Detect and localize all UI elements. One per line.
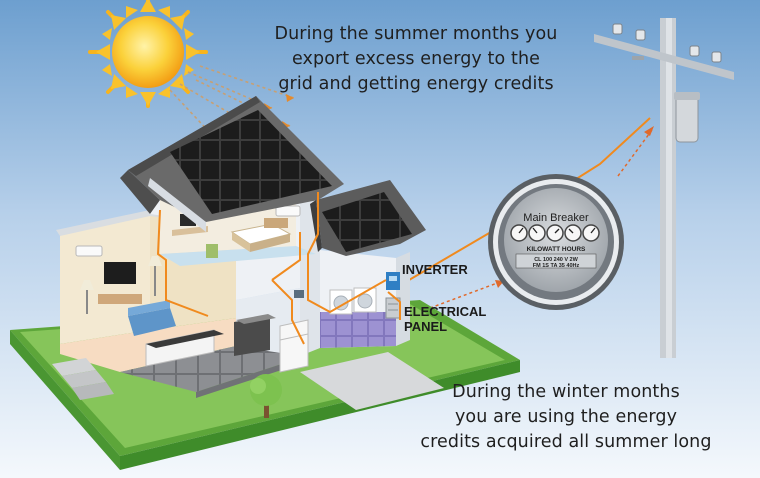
meter-title: Main Breaker (523, 212, 589, 224)
utility-pole-icon (594, 18, 734, 358)
grid-flow-arrows (429, 129, 653, 309)
inverter-label: INVERTER (402, 262, 468, 277)
transformer (674, 92, 700, 143)
solar-panel-icon (170, 110, 332, 214)
electrical-panel-icon (385, 297, 401, 319)
electrical-panel-label: ELECTRICAL PANEL (404, 304, 487, 334)
tree-icon (250, 374, 282, 418)
kitchen-floor (120, 346, 306, 392)
main-roof (120, 96, 344, 232)
sun-icon (88, 0, 208, 108)
sofa-icon (128, 300, 176, 336)
electric-meter-icon: Main Breaker KILOWATT HOURS CL 100 240 V… (488, 174, 624, 310)
solar-panel-icon (322, 192, 412, 252)
inverter-icon (386, 272, 400, 290)
summer-caption: During the summer months you export exce… (274, 24, 558, 94)
meter-spec-line2: FM 1S TA 35 40Hz (533, 263, 580, 269)
meter-units: KILOWATT HOURS (527, 246, 586, 253)
tv-icon (104, 262, 136, 284)
kitchen-appliances (145, 314, 309, 373)
meter-dials (510, 224, 600, 242)
walkway (300, 352, 444, 410)
meter-spec-line1: CL 100 240 V 2W (534, 257, 578, 263)
winter-caption: During the winter months you are using t… (420, 382, 712, 452)
house-wiring (156, 192, 401, 345)
utility-room (320, 250, 410, 348)
entry-steps (52, 358, 114, 400)
bed-icon (230, 218, 292, 252)
right-roof (310, 180, 426, 256)
